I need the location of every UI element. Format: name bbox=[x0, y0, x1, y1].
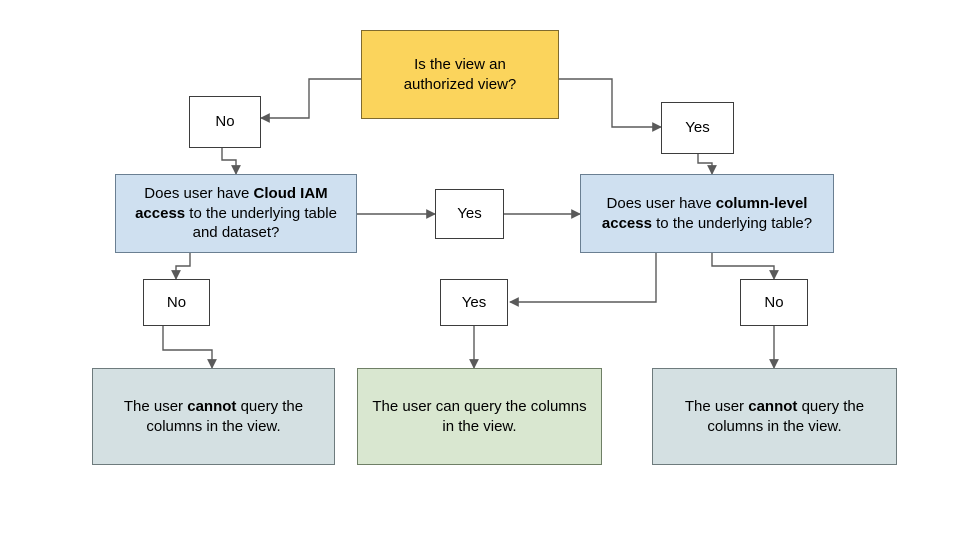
label-yes-top-text: Yes bbox=[685, 119, 710, 137]
edge-yes-to-column bbox=[697, 154, 717, 175]
label-no-left-text: No bbox=[166, 293, 187, 311]
edge-no-to-iam bbox=[221, 148, 241, 175]
label-no-top-text: No bbox=[215, 113, 235, 131]
plain-text: to the underlying table? bbox=[651, 214, 813, 232]
outcome-center-text: The user can query the columns in the vi… bbox=[372, 397, 587, 437]
plain-text: The user bbox=[684, 397, 749, 415]
node-label-no-top[interactable]: No bbox=[189, 96, 261, 148]
label-no-right-text: No bbox=[764, 293, 784, 311]
edge-column-to-yes bbox=[509, 253, 657, 307]
plain-text: query the columns in the view. bbox=[707, 397, 865, 435]
emphasis-text: cannot bbox=[748, 397, 798, 415]
plain-text: Does user have bbox=[144, 184, 254, 202]
outcome-left-text: The user cannot query the columns in the… bbox=[107, 397, 320, 437]
plain-text: to the underlying table and dataset? bbox=[185, 204, 337, 242]
node-outcome-left[interactable]: The user cannot query the columns in the… bbox=[92, 368, 335, 465]
edge-no-to-outcome-left bbox=[162, 326, 217, 369]
iam-question-text: Does user have Cloud IAM access to the u… bbox=[124, 184, 348, 243]
column-question-text: Does user have column-level access to th… bbox=[589, 194, 825, 234]
emphasis-text: cannot bbox=[187, 397, 237, 415]
edge-column-to-no bbox=[711, 253, 779, 280]
node-start-question[interactable]: Is the view an authorized view? bbox=[361, 30, 559, 119]
node-label-yes-bottom[interactable]: Yes bbox=[440, 279, 508, 326]
outcome-right-text: The user cannot query the columns in the… bbox=[667, 397, 882, 437]
node-outcome-center[interactable]: The user can query the columns in the vi… bbox=[357, 368, 602, 465]
node-column-question[interactable]: Does user have column-level access to th… bbox=[580, 174, 834, 253]
start-question-line1: Is the view an bbox=[414, 55, 506, 73]
plain-text: The user bbox=[123, 397, 188, 415]
label-yes-middle-text: Yes bbox=[457, 205, 482, 223]
emphasis-text: Cloud IAM access bbox=[135, 184, 328, 222]
edge-start-to-no bbox=[260, 78, 361, 123]
start-question-line2: authorized view? bbox=[403, 75, 517, 93]
node-iam-question[interactable]: Does user have Cloud IAM access to the u… bbox=[115, 174, 357, 253]
plain-text: Does user have bbox=[606, 194, 716, 212]
plain-text: query the columns in the view. bbox=[146, 397, 304, 435]
edge-iam-to-no bbox=[171, 253, 191, 280]
label-yes-bottom-text: Yes bbox=[461, 293, 487, 311]
emphasis-text: column-level access bbox=[601, 194, 808, 232]
plain-text: The user can query the columns in the vi… bbox=[372, 397, 587, 435]
node-label-no-right[interactable]: No bbox=[740, 279, 808, 326]
node-label-yes-middle[interactable]: Yes bbox=[435, 189, 504, 239]
node-outcome-right[interactable]: The user cannot query the columns in the… bbox=[652, 368, 897, 465]
node-label-no-left[interactable]: No bbox=[143, 279, 210, 326]
node-label-yes-top[interactable]: Yes bbox=[661, 102, 734, 154]
edge-start-to-yes bbox=[559, 78, 662, 132]
